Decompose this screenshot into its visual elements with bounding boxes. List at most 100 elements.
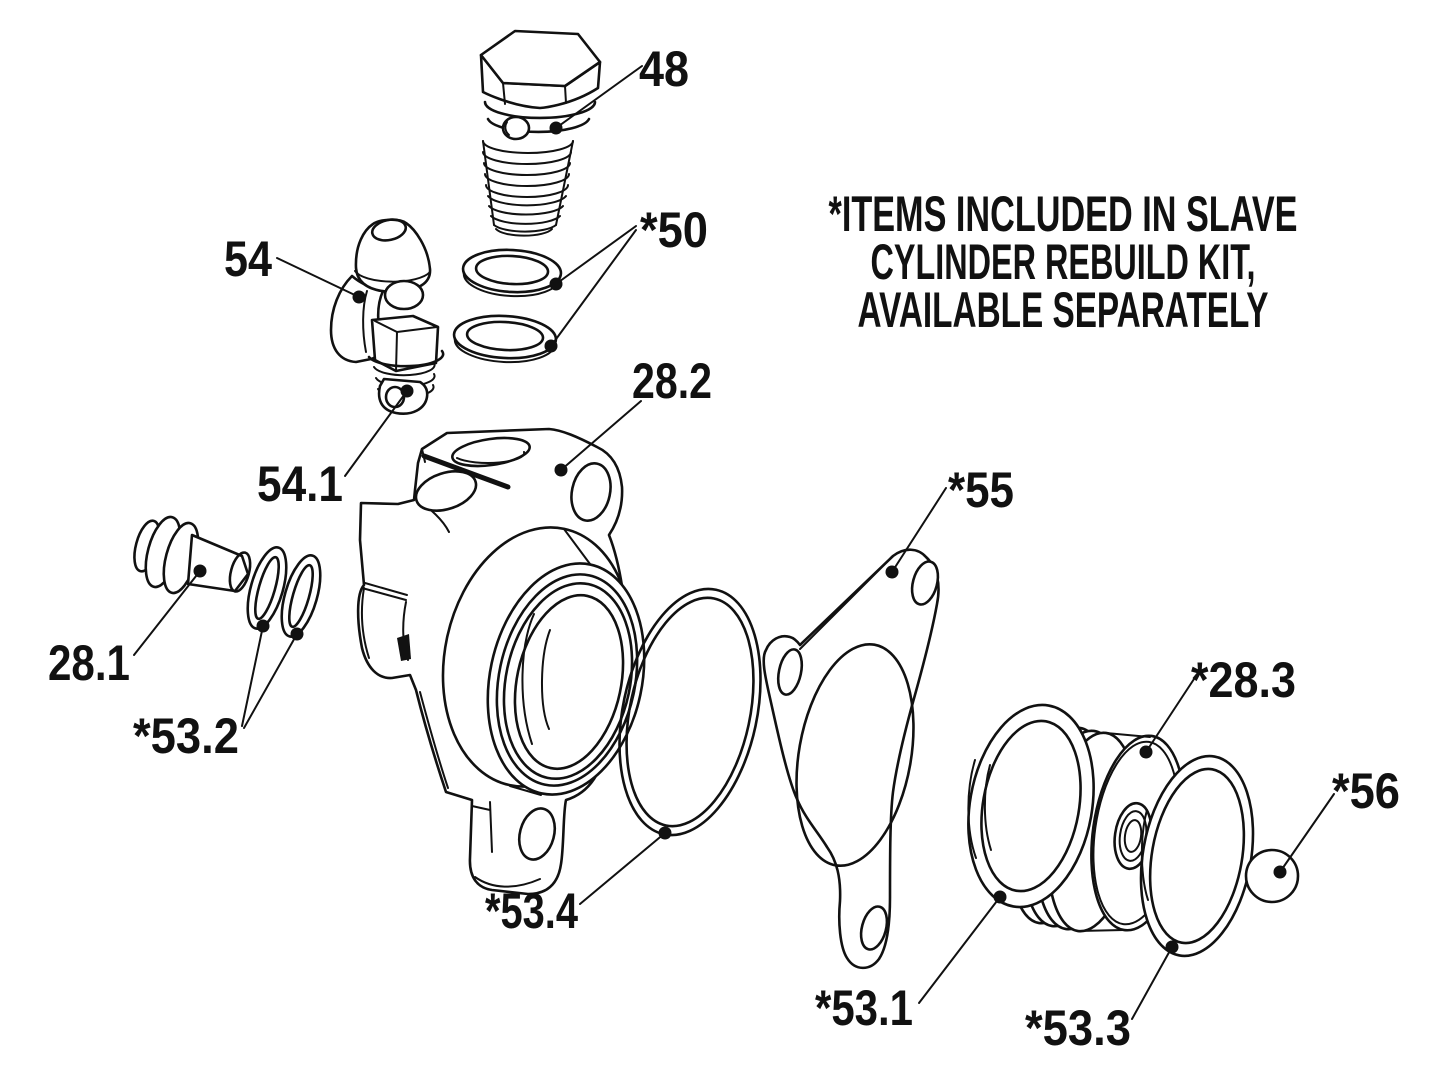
label-56: *56 xyxy=(1332,763,1400,819)
side-port-opening xyxy=(414,470,478,512)
bleeder-ball-end xyxy=(383,279,425,311)
leader-28-3 xyxy=(1139,678,1195,759)
bolt-collar-band-2 xyxy=(486,117,591,134)
label-28-2: 28.2 xyxy=(632,353,712,409)
gasket-edge-thickness xyxy=(799,559,890,650)
leader-53-2 xyxy=(241,619,304,729)
note-line-3: AVAILABLE SEPARATELY xyxy=(858,282,1269,338)
o-ring-outer xyxy=(280,554,322,638)
o-ring-outer xyxy=(246,546,288,630)
plug-stem-end xyxy=(228,551,252,593)
leader-line xyxy=(133,570,201,656)
label-28-3: *28.3 xyxy=(1191,652,1296,708)
bolt-head-side xyxy=(479,53,602,110)
washer-inner xyxy=(474,254,550,286)
o-ring-small-2 xyxy=(280,554,322,638)
bore-opening xyxy=(513,593,625,771)
leader-line xyxy=(550,229,637,347)
label-53-2: *53.2 xyxy=(133,708,239,764)
bleeder-thread-1 xyxy=(373,362,436,377)
bolt-thread-9 xyxy=(493,224,557,233)
sealing-washer-lower xyxy=(452,314,558,364)
bleeder-valve xyxy=(329,218,445,415)
banjo-bolt xyxy=(479,29,602,237)
bolt-shank-right xyxy=(555,140,574,226)
leader-line xyxy=(1131,946,1173,1020)
leader-lines xyxy=(133,65,1335,1020)
o-ring-inner xyxy=(1148,767,1246,945)
bolt-thread-2 xyxy=(482,151,572,165)
o-ring-inner xyxy=(253,555,281,621)
label-53-4: *53.4 xyxy=(485,883,578,939)
leader-line xyxy=(579,832,666,905)
part-labels: 48 *50 54 54.1 28.2 28.1 *53.2 *53.4 *55… xyxy=(48,41,1400,1056)
leader-dot xyxy=(1139,745,1153,759)
piston-center-hole-inner xyxy=(1123,819,1143,853)
label-53-3: *53.3 xyxy=(1025,1000,1131,1056)
leader-55 xyxy=(885,487,947,579)
arm-inner-edge xyxy=(419,691,449,789)
leader-dot xyxy=(1165,940,1179,954)
washer-thickness xyxy=(453,338,556,364)
leader-line xyxy=(241,625,264,727)
bleeder-nut-edge-2 xyxy=(395,331,398,372)
leader-dot xyxy=(1273,865,1287,879)
leader-dot xyxy=(352,290,366,304)
leader-53-1 xyxy=(918,890,1007,1004)
label-54: 54 xyxy=(224,231,272,287)
seal-outer xyxy=(967,703,1095,909)
leader-line xyxy=(243,633,298,729)
leader-line xyxy=(555,65,643,129)
note-line-1: *ITEMS INCLUDED IN SLAVE xyxy=(829,186,1298,242)
leader-line xyxy=(1279,793,1335,873)
o-ring-thickness xyxy=(1140,809,1149,901)
leader-54 xyxy=(276,257,366,304)
piston-top-edge xyxy=(1105,732,1151,738)
note-line-2: CYLINDER REBUILD KIT, xyxy=(871,234,1256,290)
o-ring-inner xyxy=(625,596,755,828)
gasket-hole-left xyxy=(776,648,804,696)
leader-53-4 xyxy=(579,826,672,905)
bolt-cross-hole xyxy=(501,115,531,141)
ball-outline xyxy=(1244,848,1300,904)
leader-53-3 xyxy=(1131,940,1179,1020)
leader-dot xyxy=(256,619,270,633)
tab-notch-top xyxy=(471,805,491,811)
leader-line xyxy=(560,400,642,471)
o-ring-inner xyxy=(287,563,315,629)
flange-left-bevel xyxy=(421,448,426,463)
leader-line xyxy=(891,487,947,573)
seal-thickness-inner xyxy=(983,764,992,851)
label-55: *55 xyxy=(948,462,1014,518)
leader-dot xyxy=(400,384,414,398)
leader-48 xyxy=(549,65,643,135)
flange-front-edge xyxy=(421,453,511,490)
bolt-thread-7 xyxy=(488,205,564,216)
plug xyxy=(133,515,252,595)
bolt-head-edge-1 xyxy=(502,82,506,105)
bolt-thread-3 xyxy=(483,162,571,176)
clevis-inner-left xyxy=(360,587,370,659)
leader-28-1 xyxy=(133,564,207,656)
clevis-top-edge-2 xyxy=(361,587,407,601)
plug-stem xyxy=(186,533,250,593)
bore-depth-line-1 xyxy=(521,613,535,745)
bolt-collar-band-1 xyxy=(483,100,597,120)
boss-rim-top-edge xyxy=(563,528,591,565)
gasket-outline xyxy=(762,548,940,970)
leader-dot xyxy=(554,463,568,477)
slave-cylinder-body xyxy=(356,427,646,896)
piston-bottom-edge xyxy=(1077,929,1125,932)
boss-rim-bottom-edge xyxy=(509,785,542,796)
label-48: 48 xyxy=(639,41,689,97)
leader-line xyxy=(555,225,637,285)
leader-dot xyxy=(544,339,558,353)
leader-dot xyxy=(885,565,899,579)
leader-dot xyxy=(993,890,1007,904)
bleeder-cap-skirt-edge xyxy=(354,270,431,283)
clevis-notch xyxy=(397,634,411,661)
bore-depth-line-2 xyxy=(540,629,551,730)
bolt-shank-left xyxy=(482,140,495,226)
leader-50 xyxy=(544,225,637,353)
